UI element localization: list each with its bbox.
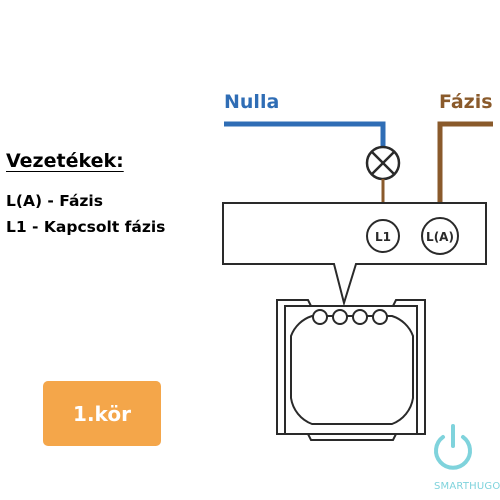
terminal-block xyxy=(222,202,487,307)
phase-wire xyxy=(437,121,493,212)
switch-module xyxy=(276,299,426,441)
legend-line: L1 - Kapcsolt fázis xyxy=(6,218,166,236)
circuit-badge: 1.kör xyxy=(43,381,161,446)
brand-hugo: HUGO xyxy=(469,481,500,492)
brand-logo-text: SMARTHUGO xyxy=(434,481,500,492)
power-icon xyxy=(434,424,472,470)
terminal-l1-label: L1 xyxy=(375,230,391,244)
screw-hole xyxy=(372,309,388,325)
legend-line: L(A) - Fázis xyxy=(6,192,103,210)
legend-title: Vezetékek: xyxy=(6,150,124,172)
terminal-la: L(A) xyxy=(421,217,459,255)
screw-hole xyxy=(312,309,328,325)
phase-label: Fázis xyxy=(439,91,493,113)
lamp-icon xyxy=(365,145,401,181)
neutral-wire xyxy=(224,121,386,147)
terminal-l1: L1 xyxy=(366,219,400,253)
neutral-label: Nulla xyxy=(224,91,280,113)
brand-smart: SMART xyxy=(434,481,470,492)
screw-hole xyxy=(352,309,368,325)
circuit-badge-label: 1.kör xyxy=(73,401,131,426)
screw-hole xyxy=(332,309,348,325)
terminal-la-label: L(A) xyxy=(426,230,454,244)
